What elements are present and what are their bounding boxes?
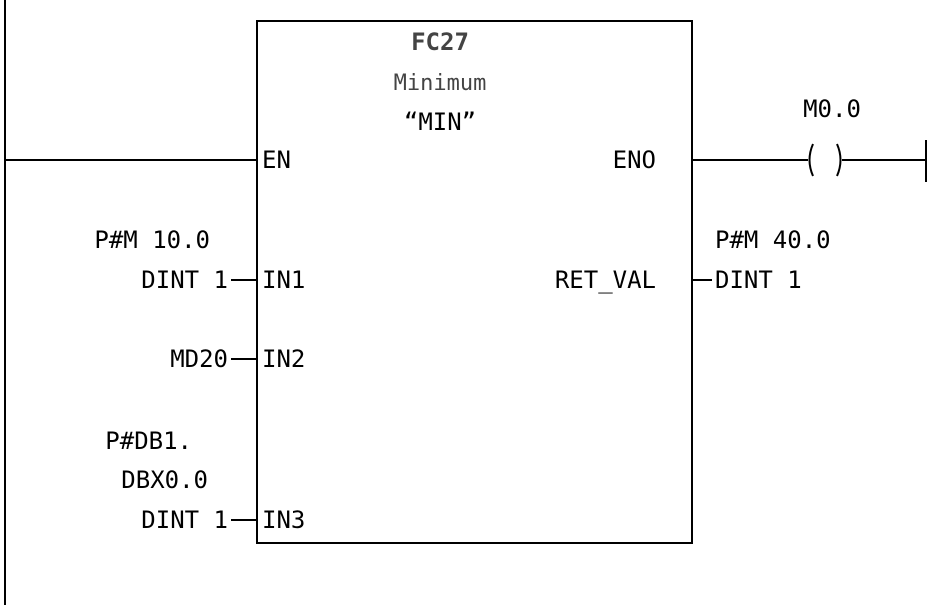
pin-en: EN	[262, 146, 291, 174]
pin-ret-val: RET_VAL	[555, 266, 656, 294]
in3-operand-line2: DBX0.0	[121, 466, 208, 494]
coil-address: M0.0	[803, 95, 861, 123]
in3-operand-line1: P#DB1.	[105, 427, 192, 455]
coil-icon[interactable]	[808, 143, 842, 177]
pin-in1: IN1	[262, 266, 305, 294]
in1-operand-line1: P#M 10.0	[94, 226, 210, 254]
pin-eno: ENO	[613, 146, 656, 174]
pin-in2: IN2	[262, 345, 305, 373]
ret-val-operand-line1: P#M 40.0	[715, 226, 831, 254]
ret-val-operand-line2: DINT 1	[715, 266, 802, 294]
in2-operand: MD20	[170, 345, 228, 373]
in1-operand-line2: DINT 1	[141, 266, 228, 294]
function-block-box[interactable]	[256, 20, 693, 544]
pin-in3: IN3	[262, 506, 305, 534]
block-name: Minimum	[394, 71, 487, 96]
block-number: FC27	[411, 28, 469, 56]
in3-operand-line3: DINT 1	[141, 506, 228, 534]
block-symbol: “MIN”	[404, 108, 476, 136]
